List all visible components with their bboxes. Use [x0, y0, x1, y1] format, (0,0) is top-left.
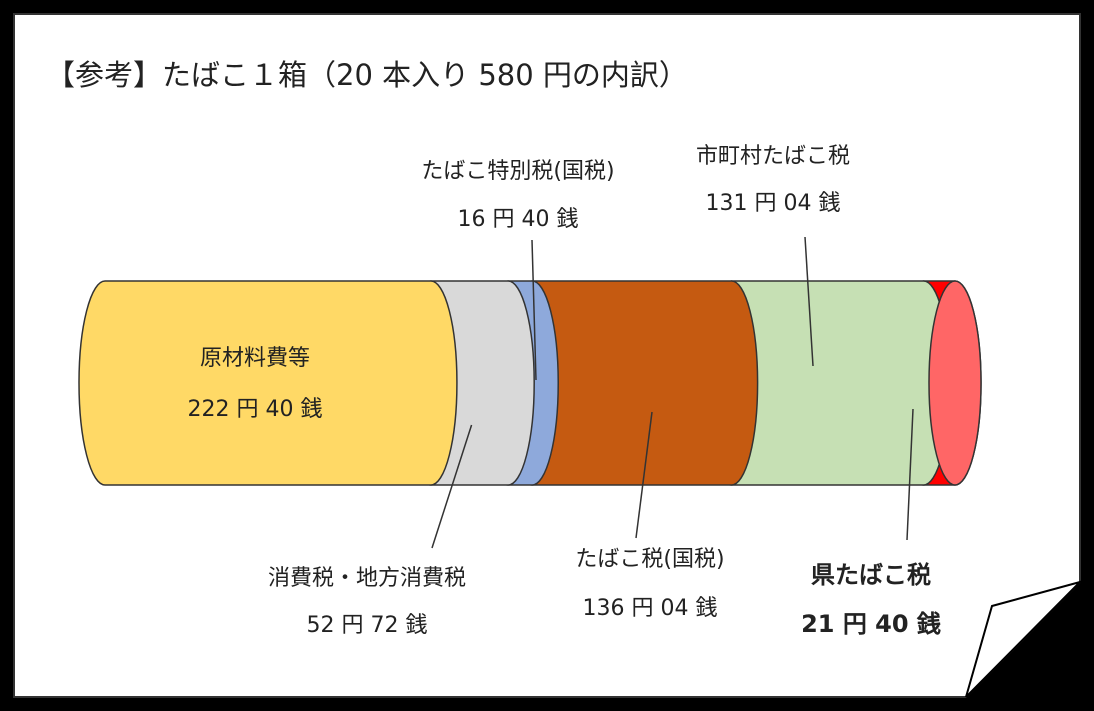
- cylinder-segment-1: [78, 280, 458, 486]
- segment-label-value-1: 222 円 40 銭: [188, 397, 323, 422]
- leader-line-5: [804, 236, 814, 367]
- segment-label-name-3: たばこ特別税(国税): [421, 159, 614, 184]
- segment-label-value-5: 131 円 04 銭: [706, 191, 841, 216]
- leader-line-2: [431, 424, 473, 549]
- segment-label-name-4: たばこ税(国税): [575, 547, 724, 572]
- segment-label-value-3: 16 円 40 銭: [458, 207, 579, 232]
- leader-line-4: [635, 411, 653, 539]
- leader-line-3: [531, 239, 537, 381]
- segment-label-name-6: 県たばこ税: [811, 561, 931, 589]
- page-curl: [965, 580, 1084, 698]
- segment-label-name-5: 市町村たばこ税: [696, 144, 850, 169]
- cylinder-end-cap: [928, 280, 982, 486]
- leader-lines: [431, 236, 914, 549]
- segment-label-name-2: 消費税・地方消費税: [268, 566, 466, 591]
- segment-label-value-6: 21 円 40 銭: [801, 610, 941, 638]
- chart-title: 【参考】たばこ１箱（20 本入り 580 円の内訳）: [46, 58, 688, 92]
- segment-label-name-1: 原材料費等: [200, 346, 310, 371]
- cylinder-bar: [78, 280, 982, 486]
- leader-line-6: [906, 408, 914, 541]
- segment-label-value-4: 136 円 04 銭: [583, 596, 718, 621]
- segment-label-value-2: 52 円 72 銭: [307, 613, 428, 638]
